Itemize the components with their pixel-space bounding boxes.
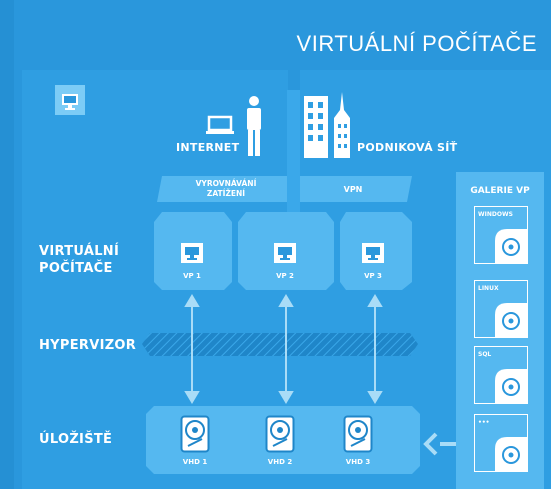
enterprise-label: PODNIKOVÁ SÍŤ (357, 141, 458, 154)
left-edge-band (0, 0, 14, 489)
gallery-to-storage-arrow (423, 432, 456, 456)
vpn-label: VPN (343, 185, 363, 194)
disc-icon (495, 303, 527, 337)
gallery-item-sql[interactable]: SQL (474, 346, 528, 404)
virtual-machines-label: VIRTUÁLNÍ POČÍTAČE (39, 244, 120, 276)
internet-icons (206, 96, 261, 156)
internet-label: INTERNET (176, 141, 240, 154)
vm-3-label: VP 3 (364, 272, 382, 280)
vhd-3-disk-icon (343, 415, 373, 453)
vm-2-icon (274, 243, 296, 263)
network-divider (287, 90, 300, 215)
vhd-3-label: VHD 3 (345, 458, 371, 466)
vhd-2-label: VHD 2 (267, 458, 293, 466)
gallery-item-linux[interactable]: LINUX (474, 280, 528, 338)
vpn-band (300, 176, 412, 202)
storage-label: ÚLOŽIŠTĚ (39, 432, 113, 447)
gallery-item-label: WINDOWS (478, 211, 513, 218)
gallery-item-label: SQL (478, 351, 492, 358)
vm-1-label: VP 1 (183, 272, 201, 280)
vhd-1-disk-icon (180, 415, 210, 453)
gallery-item-more[interactable]: ••• (474, 414, 528, 472)
hypervisor-label: HYPERVIZOR (39, 338, 137, 353)
person-icon (247, 96, 261, 156)
vhd-1-label: VHD 1 (182, 458, 208, 466)
vm-app-icon (55, 85, 85, 115)
disc-icon (495, 369, 527, 403)
disc-icon (495, 437, 527, 471)
load-balancer-band (157, 176, 287, 202)
gallery-item-windows[interactable]: WINDOWS (474, 206, 528, 264)
vm-storage-arrows (184, 294, 383, 404)
vm-1-icon (181, 243, 203, 263)
laptop-icon (206, 115, 234, 134)
vhd-2-disk-icon (265, 415, 295, 453)
load-balancer-label: VYROVNÁVÁNÍ ZATÍŽENÍ (195, 179, 257, 198)
page-title: VIRTUÁLNÍ POČÍTAČE (296, 31, 537, 56)
gallery-item-label: LINUX (478, 285, 499, 292)
vm-2-label: VP 2 (276, 272, 294, 280)
hypervisor-band (142, 333, 418, 356)
vm-3-icon (362, 243, 384, 263)
gallery-title: GALERIE VP (470, 186, 530, 196)
gallery-item-label: ••• (478, 419, 490, 426)
buildings-icon (304, 92, 350, 158)
disc-icon (495, 229, 527, 263)
